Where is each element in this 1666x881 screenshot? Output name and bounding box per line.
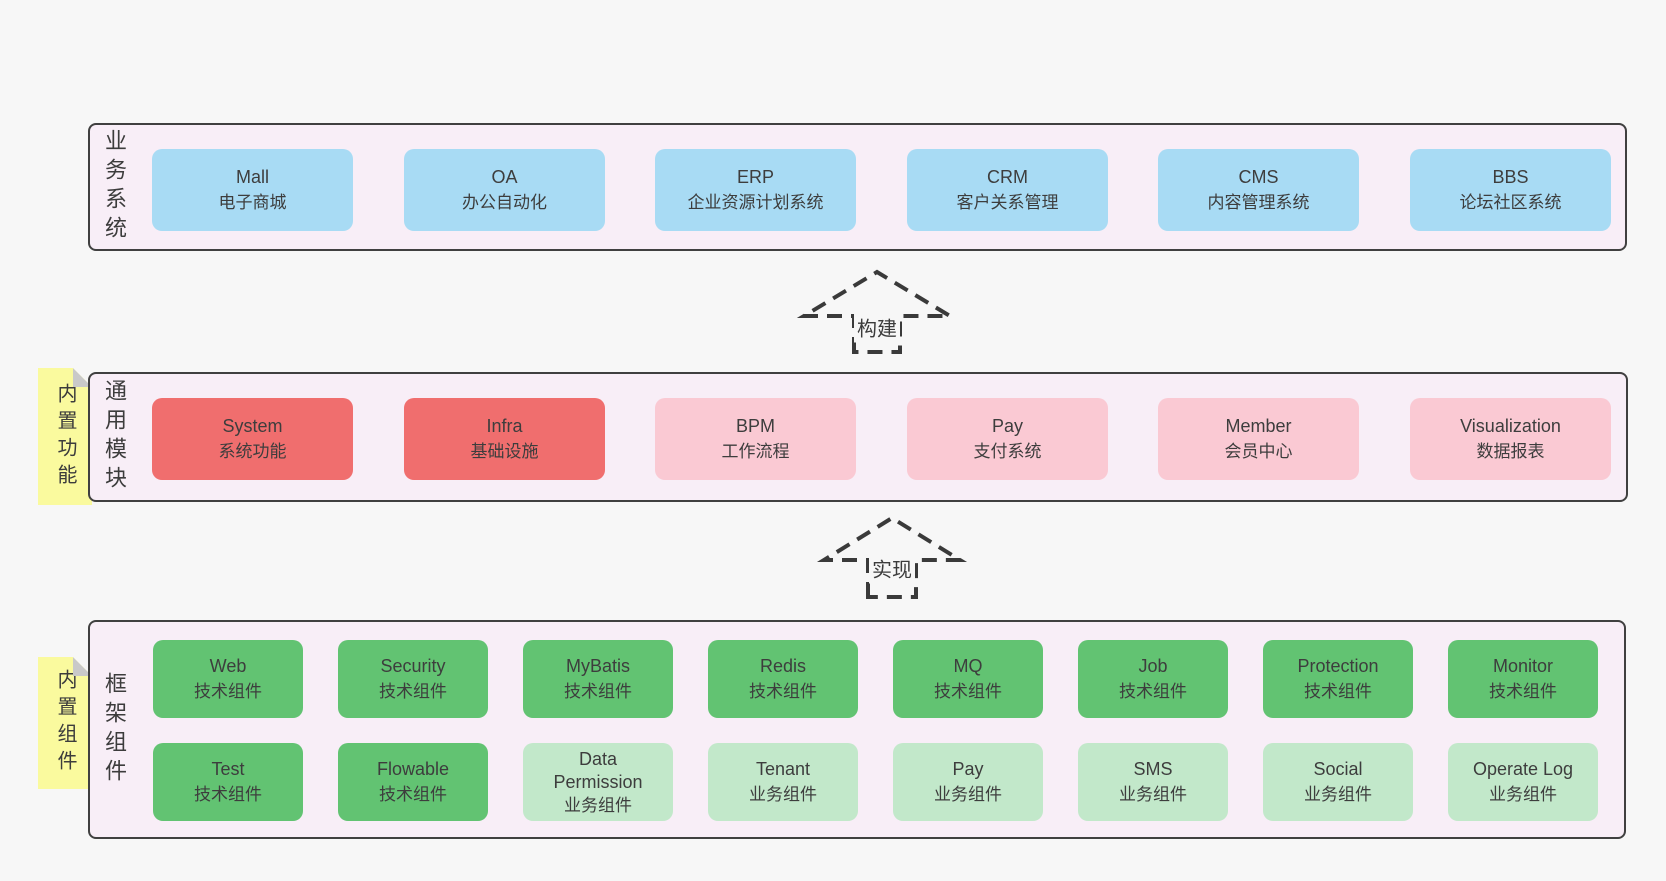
panel-side-label: 框架组件	[102, 671, 127, 788]
sticky-tab-builtin-functions: 内置功能	[38, 368, 92, 505]
box-subtitle: 客户关系管理	[956, 193, 1059, 212]
box-title: BBS	[1492, 167, 1529, 187]
sticky-tab-label: 内置组件	[54, 669, 76, 777]
box-bbs: BBS 论坛社区系统	[1410, 149, 1611, 231]
panel-side-label: 通用模块	[102, 379, 127, 495]
box-subtitle: 技术组件	[194, 785, 262, 804]
box-operate-log: Operate Log 业务组件	[1448, 743, 1598, 821]
box-subtitle: 技术组件	[1489, 682, 1557, 701]
box-test: Test 技术组件	[153, 743, 303, 821]
box-subtitle: 会员中心	[1224, 442, 1293, 461]
arrow-label-implement: 实现	[869, 552, 915, 584]
panel-business-systems: 业务系统 Mall 电子商城 OA 办公自动化 ERP 企业资源计划系统 CRM…	[88, 123, 1627, 251]
box-title: Protection	[1297, 656, 1379, 676]
sticky-tab-label: 内置功能	[54, 382, 76, 491]
box-subtitle: 论坛社区系统	[1459, 193, 1562, 212]
box-flowable: Flowable 技术组件	[338, 743, 488, 821]
box-subtitle: 业务组件	[934, 785, 1002, 804]
box-title: Web	[209, 656, 247, 676]
box-subtitle: 支付系统	[973, 442, 1042, 461]
panel-side-label: 业务系统	[102, 129, 127, 245]
box-title: Member	[1225, 416, 1292, 436]
box-subtitle: 技术组件	[749, 682, 817, 701]
box-subtitle: 技术组件	[194, 682, 262, 701]
box-data-permission: Data Permission 业务组件	[523, 743, 673, 821]
box-subtitle: 数据报表	[1476, 442, 1545, 461]
box-pay-module: Pay 支付系统	[907, 398, 1108, 480]
box-subtitle: 技术组件	[1304, 682, 1372, 701]
box-title: Operate Log	[1472, 759, 1574, 779]
box-subtitle: 工作流程	[721, 442, 790, 461]
box-title: OA	[491, 167, 518, 187]
box-title: MyBatis	[565, 656, 630, 676]
box-title: Redis	[759, 656, 807, 676]
box-title: Job	[1138, 656, 1168, 676]
box-mall: Mall 电子商城	[152, 149, 353, 231]
box-title: Security	[380, 656, 446, 676]
box-title: Data Permission	[553, 748, 643, 792]
box-tenant: Tenant 业务组件	[708, 743, 858, 821]
box-title: Flowable	[376, 759, 450, 779]
box-sms: SMS 业务组件	[1078, 743, 1228, 821]
box-subtitle: 内容管理系统	[1207, 193, 1310, 212]
box-subtitle: 业务组件	[1489, 785, 1557, 804]
box-subtitle: 技术组件	[564, 682, 632, 701]
box-title: Tenant	[755, 759, 811, 779]
box-title: Mall	[235, 167, 269, 187]
panel-framework-components: 框架组件 Web 技术组件 Security 技术组件 MyBatis 技术组件…	[88, 620, 1626, 839]
box-system: System 系统功能	[152, 398, 353, 480]
box-title: Test	[211, 759, 245, 779]
box-title: Pay	[952, 759, 984, 779]
box-subtitle: 技术组件	[379, 785, 447, 804]
box-subtitle: 业务组件	[564, 795, 632, 815]
box-subtitle: 业务组件	[1304, 785, 1372, 804]
box-subtitle: 业务组件	[749, 785, 817, 804]
box-oa: OA 办公自动化	[404, 149, 605, 231]
box-redis: Redis 技术组件	[708, 640, 858, 718]
box-visualization: Visualization 数据报表	[1410, 398, 1611, 480]
sticky-tab-builtin-components: 内置组件	[38, 657, 92, 789]
box-member: Member 会员中心	[1158, 398, 1359, 480]
box-title: System	[222, 416, 283, 436]
box-subtitle: 系统功能	[218, 442, 287, 461]
box-title: Pay	[991, 416, 1024, 436]
box-job: Job 技术组件	[1078, 640, 1228, 718]
box-title: CMS	[1238, 167, 1279, 187]
box-title: Social	[1313, 759, 1363, 779]
box-security: Security 技术组件	[338, 640, 488, 718]
box-social: Social 业务组件	[1263, 743, 1413, 821]
box-subtitle: 技术组件	[1119, 682, 1187, 701]
box-title: Visualization	[1460, 416, 1561, 436]
box-bpm: BPM 工作流程	[655, 398, 856, 480]
box-subtitle: 基础设施	[470, 442, 539, 461]
box-pay-component: Pay 业务组件	[893, 743, 1043, 821]
box-title: BPM	[735, 416, 775, 436]
box-monitor: Monitor 技术组件	[1448, 640, 1598, 718]
box-crm: CRM 客户关系管理	[907, 149, 1108, 231]
box-erp: ERP 企业资源计划系统	[655, 149, 856, 231]
box-title: SMS	[1133, 759, 1173, 779]
box-web: Web 技术组件	[153, 640, 303, 718]
box-title: MQ	[953, 656, 983, 676]
box-title: CRM	[987, 167, 1028, 187]
box-title: Monitor	[1492, 656, 1554, 676]
box-subtitle: 业务组件	[1119, 785, 1187, 804]
panel-common-modules: 通用模块 System 系统功能 Infra 基础设施 BPM 工作流程 Pay…	[88, 372, 1628, 502]
box-mq: MQ 技术组件	[893, 640, 1043, 718]
box-infra: Infra 基础设施	[404, 398, 605, 480]
box-subtitle: 办公自动化	[462, 193, 547, 212]
box-subtitle: 电子商城	[218, 193, 287, 212]
box-cms: CMS 内容管理系统	[1158, 149, 1359, 231]
box-subtitle: 企业资源计划系统	[687, 193, 824, 212]
box-title: ERP	[736, 167, 774, 187]
box-subtitle: 技术组件	[379, 682, 447, 701]
box-title: Infra	[486, 416, 523, 436]
arrow-label-build: 构建	[854, 311, 900, 343]
box-protection: Protection 技术组件	[1263, 640, 1413, 718]
box-subtitle: 技术组件	[934, 682, 1002, 701]
box-mybatis: MyBatis 技术组件	[523, 640, 673, 718]
